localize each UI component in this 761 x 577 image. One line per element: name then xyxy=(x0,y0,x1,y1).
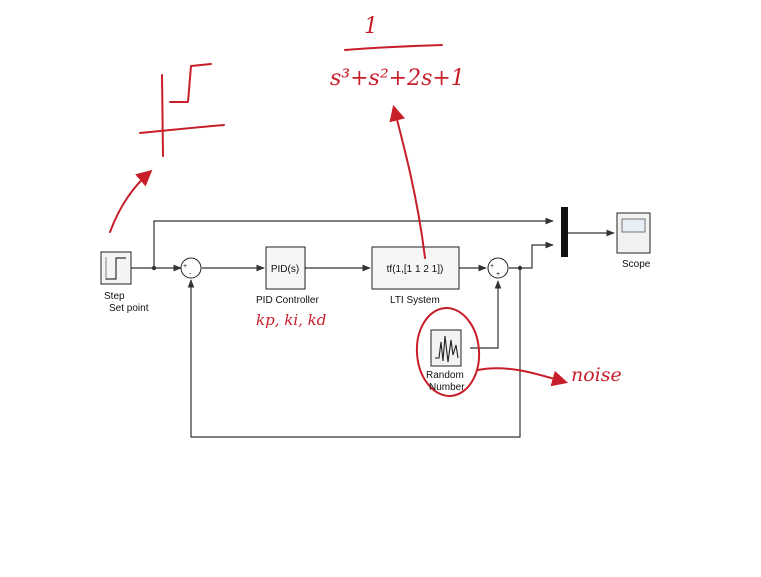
junction-dot xyxy=(518,266,522,270)
mux-block[interactable] xyxy=(561,207,568,257)
tf-numerator: 1 xyxy=(364,14,378,39)
tf-denominator: s³+s²+2s+1 xyxy=(330,66,465,91)
pid-block-text: PID(s) xyxy=(271,264,299,275)
svg-text:+: + xyxy=(490,263,494,270)
junction-dot xyxy=(152,266,156,270)
lti-system-block[interactable]: tf(1,[1 1 2 1]) xyxy=(372,247,459,289)
pid-controller-block[interactable]: PID(s) xyxy=(266,247,305,289)
random-label: Random xyxy=(426,370,464,381)
svg-text:+: + xyxy=(496,271,500,278)
sum1-block[interactable]: + - xyxy=(181,258,201,278)
pid-controller-label: PID Controller xyxy=(256,295,319,306)
lti-system-label: LTI System xyxy=(390,295,440,306)
sum2-block[interactable]: + + xyxy=(488,258,508,278)
set-point-label: Set point xyxy=(109,303,148,314)
ink-arrow-noise xyxy=(478,368,565,382)
svg-text:+: + xyxy=(183,263,187,270)
random-number-block[interactable] xyxy=(431,330,461,366)
lti-block-text: tf(1,[1 1 2 1]) xyxy=(387,264,444,275)
pid-gains-annotation: kp, ki, kd xyxy=(256,311,326,329)
number-label: Number xyxy=(429,382,465,393)
ink-step-sketch xyxy=(162,75,163,156)
scope-label: Scope xyxy=(622,259,650,270)
scope-screen-icon xyxy=(622,219,645,232)
ink-fraction-bar xyxy=(345,45,442,50)
scope-block[interactable] xyxy=(617,213,650,253)
ink-arrow-step xyxy=(110,172,150,232)
step-block[interactable] xyxy=(101,252,131,284)
step-label: Step xyxy=(104,291,125,302)
ink-arrow-tf xyxy=(394,108,425,258)
noise-annotation: noise xyxy=(571,364,622,386)
